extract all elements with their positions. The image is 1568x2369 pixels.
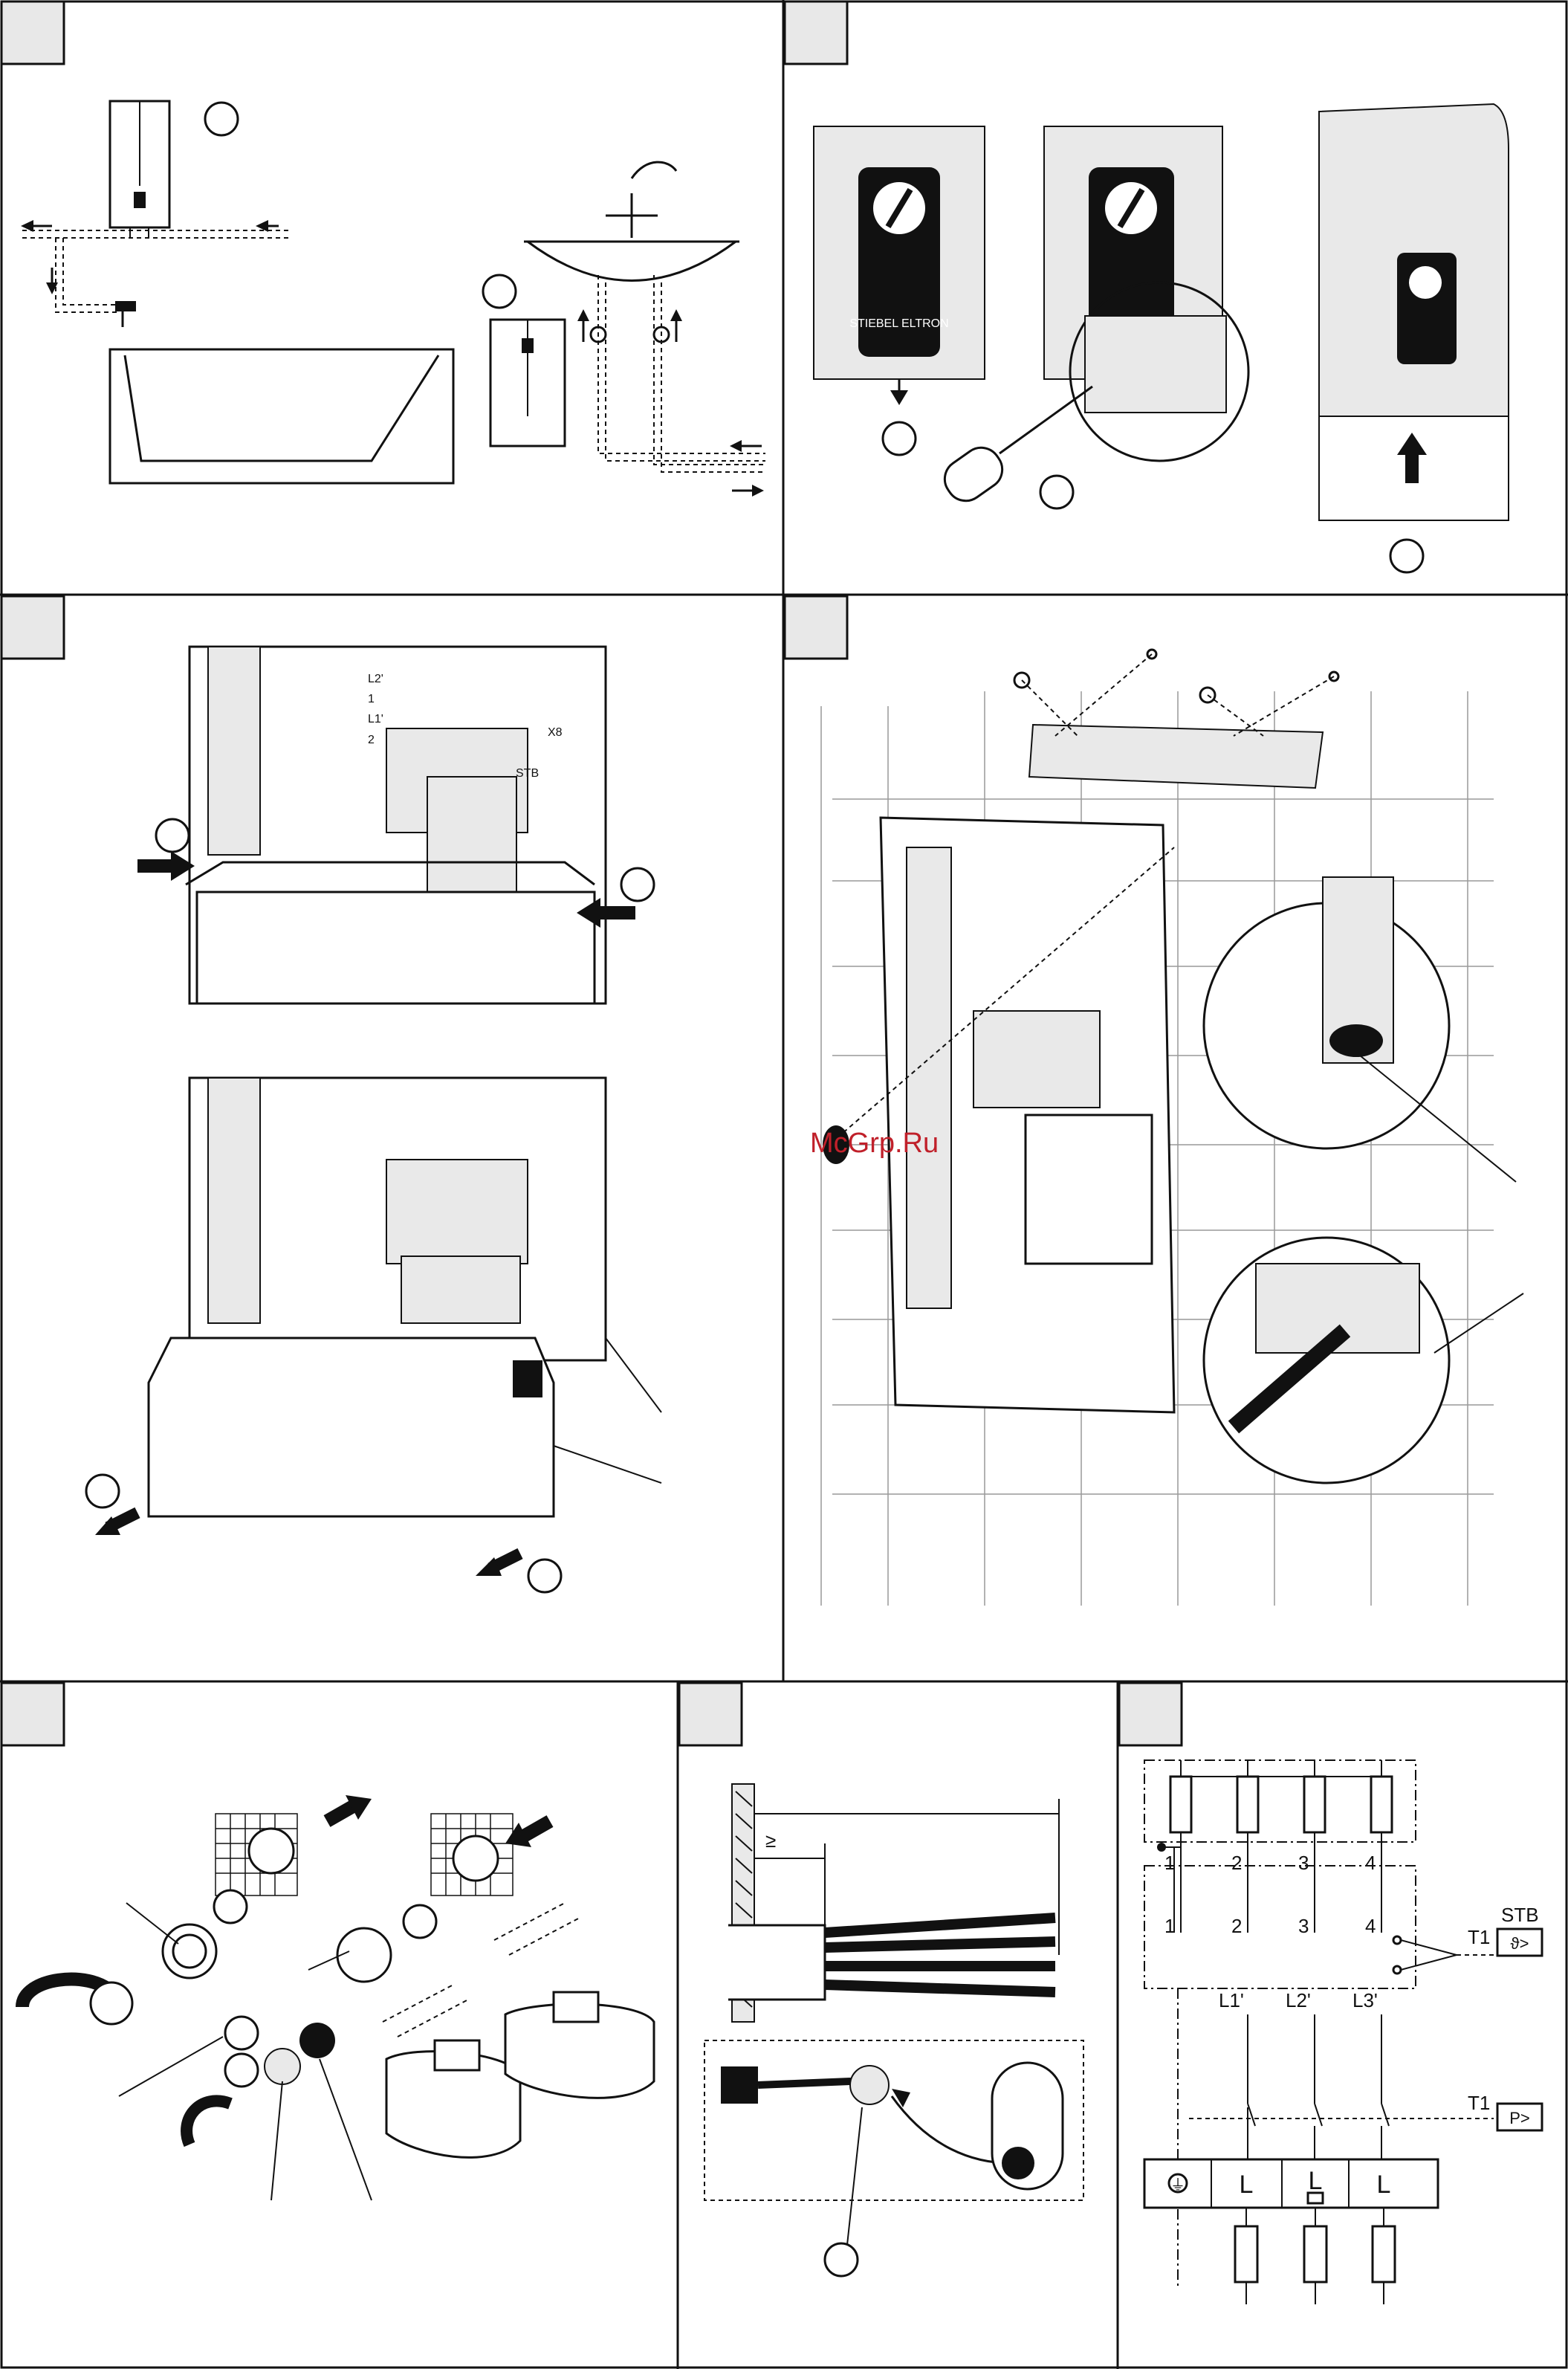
panel-usage-diagrams — [21, 101, 765, 497]
ground-symbol: ⏚ — [1170, 2177, 1185, 2194]
callout-circle — [621, 868, 654, 901]
callout-circle — [86, 1475, 119, 1507]
terminal-number: 2 — [1231, 1915, 1242, 1937]
bathtub-icon — [110, 349, 453, 483]
t1-label: T1 — [1468, 1926, 1490, 1948]
phase-lines: L1' L2' L3' T1 P> — [1189, 1989, 1542, 2159]
panel-bottom-removal: L2' 1 L1' 2 X8 STB — [86, 647, 661, 1592]
panel-tab-6 — [679, 1683, 742, 1745]
element-number: 3 — [1298, 1852, 1309, 1874]
cable-sheath — [728, 1925, 825, 2000]
sink-icon — [524, 162, 739, 280]
element-number: 4 — [1365, 1852, 1376, 1874]
panel-tab-1 — [1, 1, 64, 64]
callout-circle — [1040, 476, 1073, 508]
ge-symbol: ≥ — [765, 1829, 776, 1852]
callout-circle — [205, 103, 238, 135]
panel-tab-7 — [1119, 1683, 1182, 1745]
faucet-icon — [115, 301, 136, 327]
pressure-symbol: P> — [1509, 2109, 1530, 2127]
panel-tab-4 — [785, 596, 847, 659]
element-number: 2 — [1231, 1852, 1242, 1874]
stb-label: STB — [1501, 1904, 1539, 1926]
terminal-label: X8 — [548, 726, 563, 739]
panel-water-fittings — [22, 1795, 654, 2200]
terminal-numbers: 1 2 3 4 — [1164, 1915, 1376, 1937]
terminal-label: L1' — [368, 713, 383, 725]
phase-label: L3' — [1352, 1989, 1378, 2011]
arrow-icon — [21, 220, 279, 294]
callout-circle — [825, 2243, 858, 2276]
terminal-number: 4 — [1365, 1915, 1376, 1937]
t1-label: T1 — [1468, 2092, 1490, 2114]
callout-circle — [883, 422, 916, 455]
screwdriver-icon — [937, 387, 1092, 508]
element-numbers: 1 2 3 4 — [1164, 1852, 1376, 1874]
phase-label: L1' — [1219, 1989, 1244, 2011]
arrow-icon — [95, 1513, 520, 1576]
callout-circle — [156, 819, 189, 852]
panel-cable-strip: ≥ — [704, 1784, 1083, 2276]
arrow-icon — [327, 1795, 550, 1847]
terminal-label: 1 — [368, 693, 375, 705]
terminal-number: 3 — [1298, 1915, 1309, 1937]
panel-tab-5 — [1, 1683, 64, 1745]
arrow-icon — [890, 379, 908, 405]
terminal-label: L2' — [368, 673, 383, 685]
element-number: 1 — [1164, 1852, 1175, 1874]
callout-circle — [483, 275, 516, 308]
fuses — [1235, 2208, 1395, 2304]
callout-circle — [528, 1560, 561, 1592]
phase-label: L2' — [1286, 1989, 1311, 2011]
heating-elements — [1157, 1760, 1392, 1933]
panel-electrical-diagram: 1 2 3 4 1 2 3 4 T1 STB ϑ> L1' L2' L3' — [1144, 1760, 1542, 2304]
terminal-block-label: L — [1309, 2167, 1323, 2195]
callout-circle — [1390, 540, 1423, 572]
panel-cover-removal: STIEBEL ELTRON — [814, 104, 1509, 572]
terminal-block: ⏚ L L L — [1144, 2159, 1438, 2208]
stb-symbol: ϑ> — [1511, 1934, 1529, 1953]
terminal-block-label: L — [1377, 2171, 1391, 2199]
terminal-label: STB — [516, 767, 539, 780]
brand-label: STIEBEL ELTRON — [849, 317, 948, 330]
panel-wall-mounting: McGrp.Ru — [810, 650, 1523, 1606]
mounting-plate — [1029, 725, 1323, 788]
terminal-block-label: L — [1240, 2171, 1254, 2199]
panel-tab-2 — [785, 1, 847, 64]
watermark: McGrp.Ru — [810, 1128, 939, 1159]
panel-tab-3 — [1, 596, 64, 659]
terminal-label: 2 — [368, 734, 375, 746]
terminal-number: 1 — [1164, 1915, 1175, 1937]
